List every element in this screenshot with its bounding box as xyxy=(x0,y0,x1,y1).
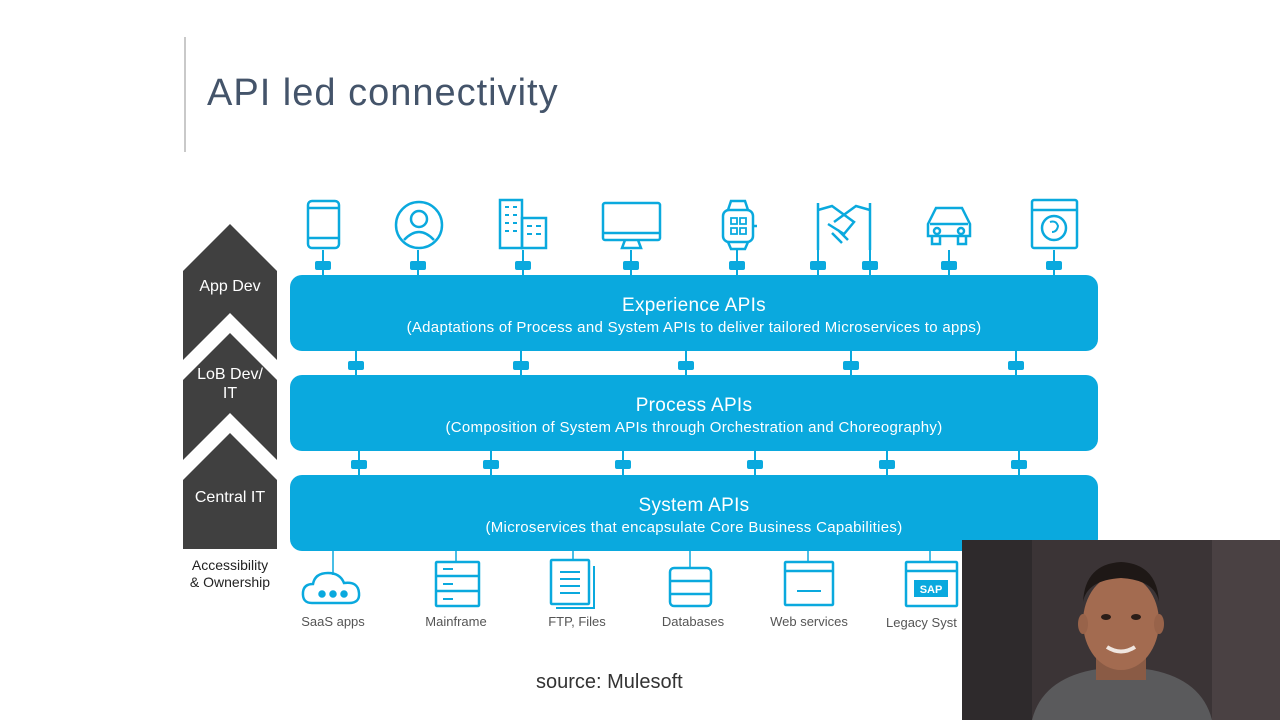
arrow-label-central-it: Central IT xyxy=(194,489,266,506)
system-label-databases: Databases xyxy=(661,614,725,629)
system-icons: SAP xyxy=(301,558,959,609)
ownership-arrow xyxy=(183,224,277,549)
system-apis-layer: System APIs (Microservices that encapsul… xyxy=(290,475,1098,551)
sap-logo-text: SAP xyxy=(920,584,943,596)
layer-connector xyxy=(348,350,1024,376)
layer-connector xyxy=(351,450,1027,476)
database-icon xyxy=(668,566,713,608)
layer-description: (Composition of System APIs through Orch… xyxy=(445,419,943,436)
handshake-icon xyxy=(816,203,872,250)
file-icon xyxy=(549,558,595,609)
monitor-icon xyxy=(601,201,662,250)
arrow-segment-central-it xyxy=(183,433,277,549)
layer-name: System APIs xyxy=(638,495,750,516)
building-icon xyxy=(498,198,548,250)
system-label-files: FTP, Files xyxy=(548,614,606,629)
arrow-segment-app-dev xyxy=(183,224,277,360)
layer-name: Process APIs xyxy=(635,395,753,416)
slide-title: API led connectivity xyxy=(207,72,559,114)
smartwatch-icon xyxy=(721,199,757,251)
sap-icon xyxy=(904,560,959,608)
title-divider xyxy=(184,37,186,152)
presenter-webcam xyxy=(962,540,1280,720)
process-apis-layer: Process APIs (Composition of System APIs… xyxy=(290,375,1098,451)
layer-description: (Microservices that encapsulate Core Bus… xyxy=(485,519,903,536)
cloud-icon xyxy=(301,571,361,605)
presenter-image xyxy=(962,540,1280,720)
arrow-label-app-dev: App Dev xyxy=(199,278,261,295)
consumer-icons xyxy=(306,198,1079,251)
source-caption: source: Mulesoft xyxy=(536,671,683,693)
connectors xyxy=(315,250,1062,575)
layer-name: Experience APIs xyxy=(622,295,766,316)
server-icon xyxy=(434,560,481,608)
system-connector xyxy=(332,548,931,575)
system-label-web-services: Web services xyxy=(770,614,848,629)
arrow-segment-lob-dev xyxy=(183,333,277,460)
user-icon xyxy=(394,200,444,250)
washing-machine-icon xyxy=(1030,198,1079,250)
web-window-icon xyxy=(783,560,835,607)
system-label-legacy: Legacy Syst xyxy=(886,615,957,630)
experience-apis-layer: Experience APIs (Adaptations of Process … xyxy=(290,275,1098,351)
phone-icon xyxy=(306,199,341,250)
car-icon xyxy=(926,206,972,246)
system-label-saas: SaaS apps xyxy=(301,614,365,629)
axis-label: Accessibility & Ownership xyxy=(189,557,271,590)
layer-description: (Adaptations of Process and System APIs … xyxy=(406,319,982,336)
arrow-label-lob-dev: LoB Dev/ IT xyxy=(197,366,263,402)
system-label-mainframe: Mainframe xyxy=(425,614,487,629)
consumer-connector xyxy=(315,250,1062,275)
